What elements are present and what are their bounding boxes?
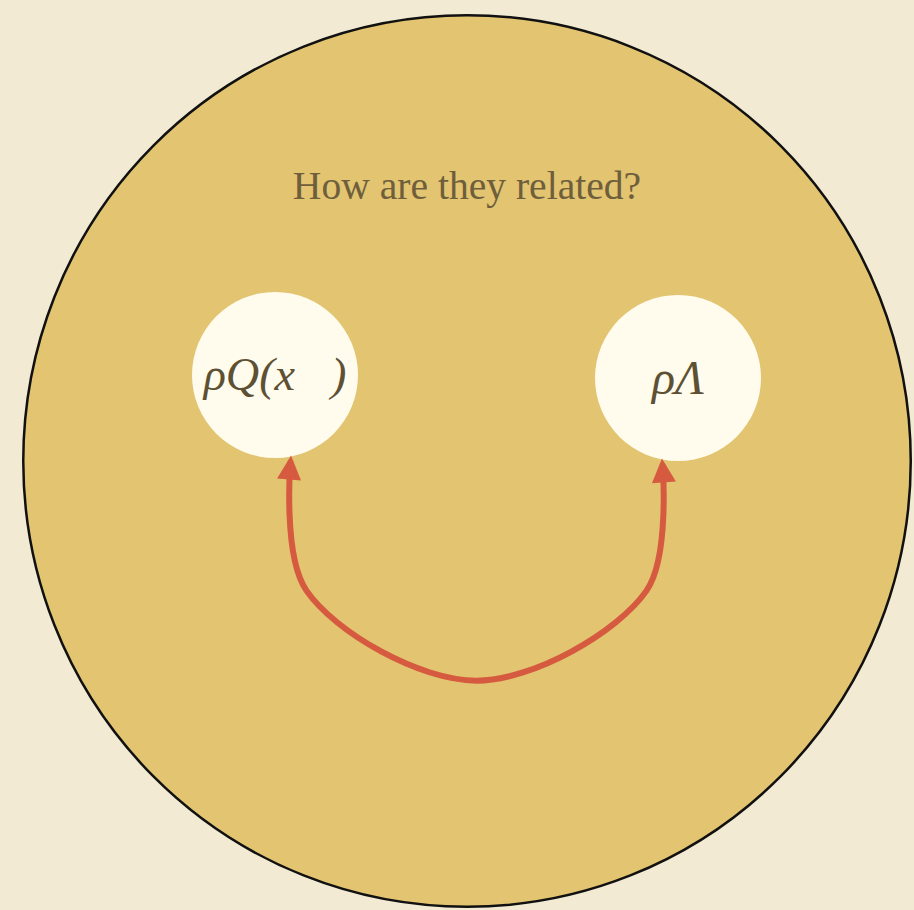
circle-outline	[22, 14, 912, 908]
math-symbol: ρΛ	[652, 350, 704, 405]
circle-shape	[192, 292, 358, 458]
eye-circle: ρQ(x⃗)	[192, 292, 358, 458]
relation-arrow	[289, 463, 663, 681]
eye-circle: ρΛ	[595, 295, 761, 461]
circle-shape	[595, 295, 761, 461]
face-circle: ρQ(x⃗) ρΛ How are they related?	[22, 14, 912, 908]
circle-shape	[23, 15, 911, 907]
math-symbol: ρQ(x⃗)	[204, 348, 347, 401]
question-text: How are they related?	[22, 164, 912, 210]
